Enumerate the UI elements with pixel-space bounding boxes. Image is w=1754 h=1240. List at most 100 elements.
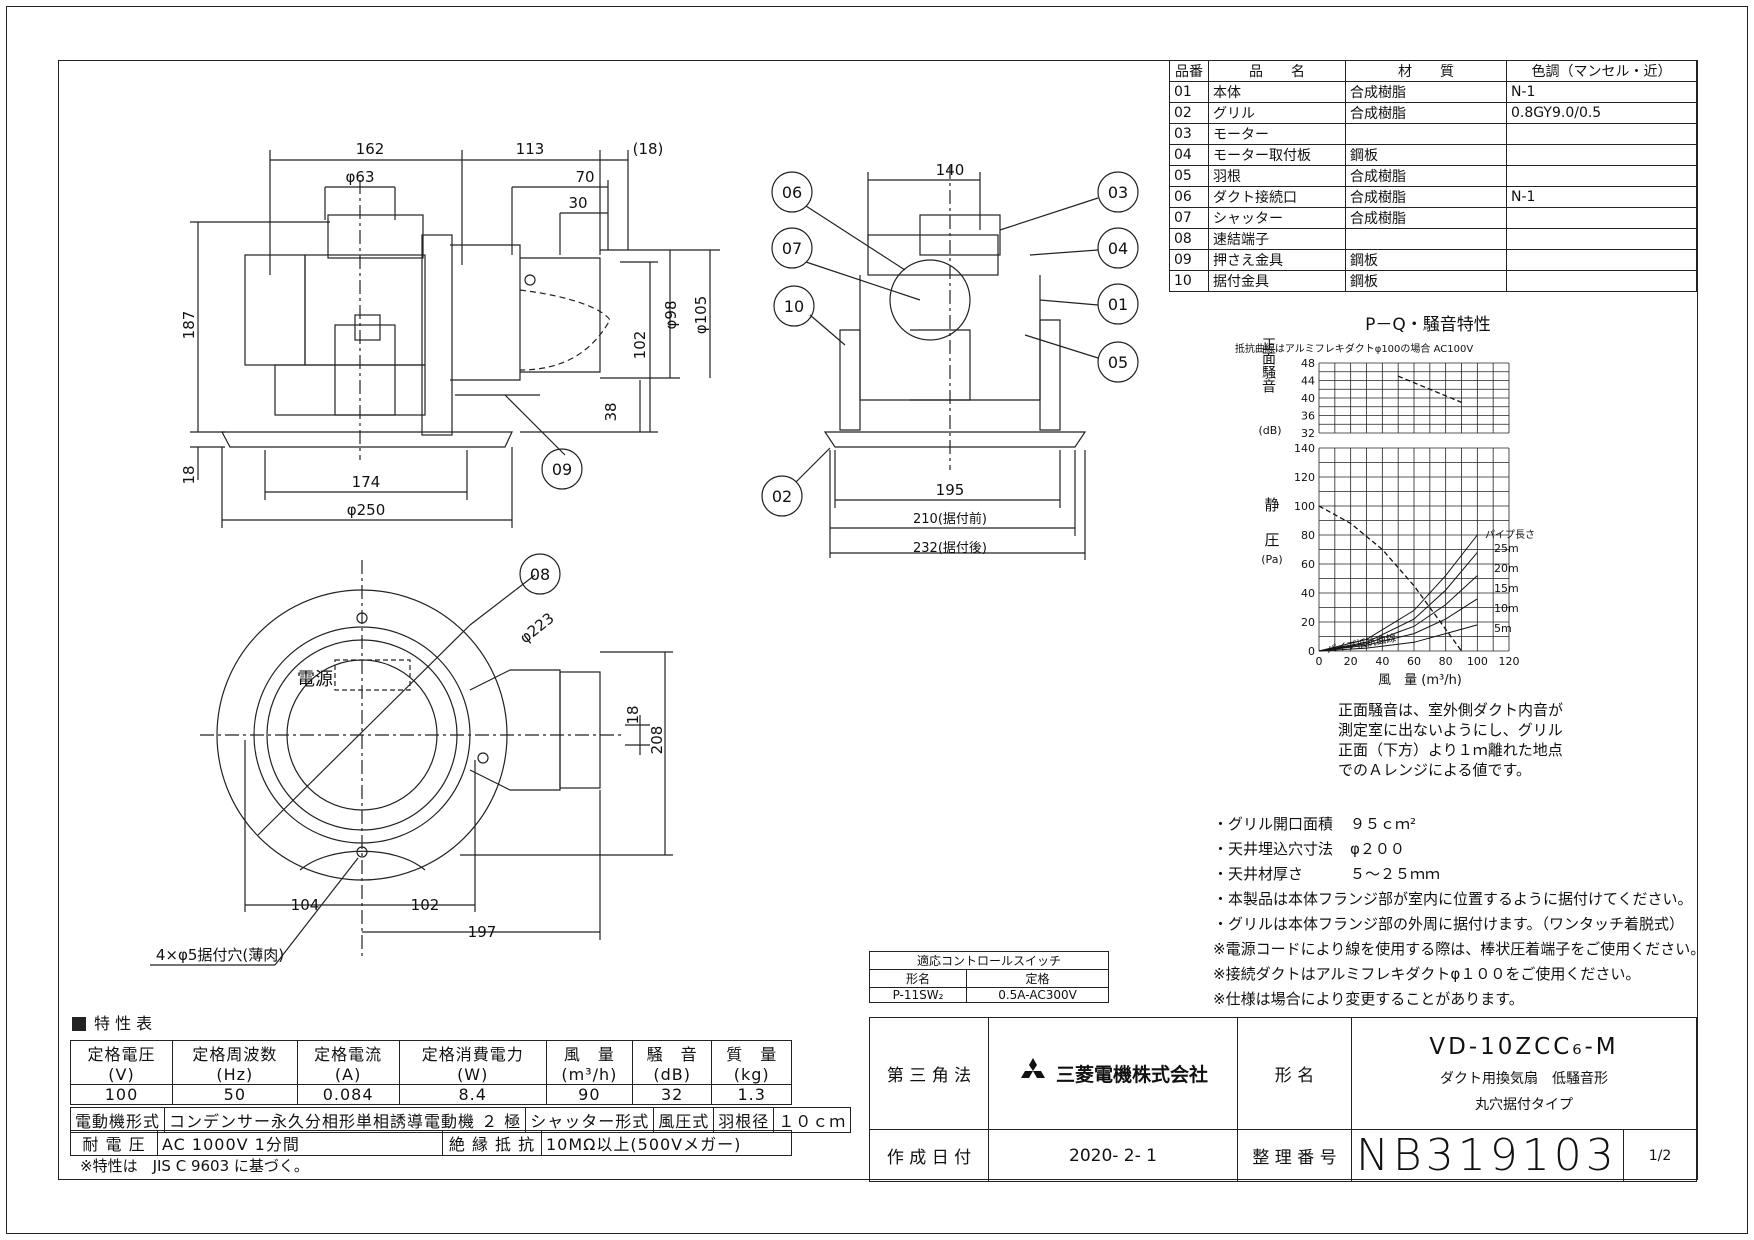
spec-value: 100 [69, 1084, 174, 1105]
parts-cell: 07 [1169, 207, 1209, 229]
parts-cell: 合成樹脂 [1345, 102, 1507, 124]
dim-18: (18) [633, 140, 664, 158]
dim-208: 208 [648, 726, 666, 755]
parts-cell [1506, 270, 1697, 292]
pressure-tick-label: 80 [1301, 529, 1315, 542]
parts-header-cell: 品 名 [1208, 60, 1346, 82]
spec-header: 騒 音 [631, 1040, 713, 1065]
x-tick-label: 120 [1499, 655, 1520, 668]
outer-border [6, 6, 1748, 1234]
pressure-axis-unit: (Pa) [1261, 553, 1282, 566]
series-line-4 [1318, 575, 1478, 652]
spec-table-title: 特 性 表 [72, 1010, 152, 1034]
pq-note: 正面騒音は、室外側ダクト内音が 測定室に出ないようにし、グリル 正面（下方）より… [1338, 700, 1563, 780]
spec-value: 32 [631, 1084, 713, 1105]
dim-195: 195 [936, 481, 965, 499]
spec-header: 質 量 [711, 1040, 792, 1065]
pipe-length-label: 15m [1494, 582, 1519, 595]
blade-label: 羽根径 [713, 1107, 775, 1133]
series-line-3 [1318, 552, 1478, 652]
spec-header-unit: (A) [296, 1065, 400, 1085]
parts-cell: 08 [1169, 228, 1209, 250]
dim-18c: 18 [624, 705, 642, 724]
dim-phi98: φ98 [662, 301, 680, 330]
spec-header: 定格消費電力 [398, 1040, 547, 1065]
model-number: VD-10ZCC₆-M [1429, 1033, 1619, 1060]
pq-subtitle: 抵抗曲線はアルミフレキダクトφ100の場合 AC100V [1235, 342, 1473, 355]
pressure-tick-label: 120 [1294, 471, 1315, 484]
company-name: 三菱電機株式会社 [1055, 1064, 1208, 1086]
date-label: 作 成 日 付 [869, 1129, 989, 1182]
callout-03: 03 [1108, 183, 1128, 202]
dim-phi250: φ250 [347, 501, 386, 519]
dim-18b: 18 [180, 465, 198, 484]
voltage-value: AC 1000V 1分間 [157, 1130, 443, 1156]
x-tick-label: 80 [1439, 655, 1453, 668]
dim-113: 113 [516, 140, 545, 158]
dim-38: 38 [602, 402, 620, 421]
insul-label: 絶 縁 抵 抗 [442, 1130, 542, 1156]
callout-05: 05 [1108, 353, 1128, 372]
callout-10: 10 [784, 297, 804, 316]
mitsubishi-logo-icon [1018, 1058, 1048, 1089]
series-line-2 [1318, 534, 1478, 652]
spec-header-unit: (m³/h) [545, 1065, 633, 1085]
dim-162: 162 [356, 140, 385, 158]
side-view [190, 150, 720, 528]
parts-cell: 据付金具 [1208, 270, 1346, 292]
title-block: 第 三 角 法 三菱電機株式会社 形 名 VD-10ZCC₆-M ダクト用換気扇… [869, 1017, 1697, 1182]
spec-value: ５～２５ｍｍ [1350, 865, 1441, 883]
pressure-tick-label: 0 [1308, 645, 1315, 658]
pipe-length-label: 20m [1494, 562, 1519, 575]
noise-tick-label: 36 [1301, 410, 1315, 423]
callout-02: 02 [772, 487, 792, 506]
spec-header: 風 量 [545, 1040, 633, 1065]
pipe-length-title: パイプ長さ [1485, 529, 1535, 541]
x-tick-label: 60 [1407, 655, 1421, 668]
parts-cell: 0.8GY9.0/0.5 [1506, 102, 1697, 124]
dim-30: 30 [568, 194, 587, 212]
spec-header: 定格周波数 [172, 1040, 298, 1065]
spec-value: 0.084 [296, 1084, 400, 1105]
noise-axis-label: 正面騒音 [1260, 337, 1276, 393]
spec-header-unit: (kg) [711, 1065, 792, 1085]
company-cell: 三菱電機株式会社 [988, 1017, 1238, 1130]
pressure-axis-label-2: 圧 [1264, 531, 1279, 549]
dim-mount-holes: 4×φ5据付穴(薄肉) [156, 946, 284, 964]
model-label: 形 名 [1237, 1017, 1352, 1130]
pressure-tick-label: 140 [1294, 442, 1315, 455]
shutter-value: 風圧式 [653, 1107, 715, 1133]
parts-cell: 速結端子 [1208, 228, 1346, 250]
motor-label: 電動機形式 [69, 1107, 166, 1133]
spec-table: 定格電圧定格周波数定格電流定格消費電力風 量騒 音質 量 (V)(Hz)(A)(… [69, 1040, 792, 1105]
x-tick-label: 40 [1375, 655, 1389, 668]
pq-note-line: 正面（下方）より１ｍ離れた地点 [1338, 741, 1563, 759]
parts-cell: 鋼板 [1345, 270, 1507, 292]
parts-cell: グリル [1208, 102, 1346, 124]
motor-value: コンデンサー永久分相形単相誘導電動機 ２ 極 [164, 1107, 527, 1133]
noise-axis-unit: (dB) [1258, 424, 1281, 437]
spec-footnote: ※特性は JIS C 9603 に基づく。 [80, 1157, 309, 1175]
pipe-length-label: 5m [1494, 622, 1512, 635]
insul-value: 10MΩ以上(500Vメガー) [541, 1130, 792, 1156]
switch-c2: 0.5A-AC300V [966, 987, 1109, 1003]
parts-cell: N-1 [1506, 186, 1697, 208]
dim-197: 197 [468, 923, 497, 941]
note-line: ・本製品は本体フランジ部が室内に位置するように据付けてください。 [1213, 890, 1693, 908]
label-power: 電源 [297, 669, 333, 690]
pressure-axis-label-1: 静 [1264, 496, 1279, 514]
switch-h1: 形名 [868, 969, 968, 988]
spec-table-voltage: 耐 電 圧 AC 1000V 1分間 絶 縁 抵 抗 10MΩ以上(500Vメガ… [70, 1130, 792, 1156]
blade-value: １０ｃｍ [773, 1107, 852, 1133]
pressure-tick-label: 40 [1301, 587, 1315, 600]
spec-value: φ２００ [1350, 840, 1405, 858]
